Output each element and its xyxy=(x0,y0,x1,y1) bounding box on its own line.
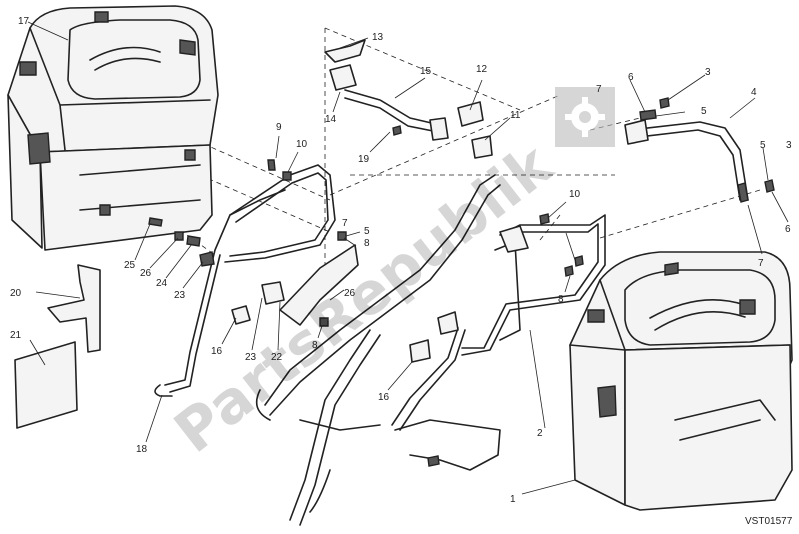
callout-labels: 17 13 15 12 14 19 11 9 10 10 7 7 7 6 6 3… xyxy=(10,16,792,505)
callout-3-top: 3 xyxy=(705,67,711,78)
callout-6-right: 6 xyxy=(785,224,791,235)
right-side-rail xyxy=(624,97,775,203)
callout-10-left: 10 xyxy=(296,139,308,150)
left-pannier-frame xyxy=(154,164,336,397)
callout-16-left: 16 xyxy=(211,346,223,357)
top-support-bracket xyxy=(324,39,493,159)
callout-8-mid: 8 xyxy=(364,238,370,249)
callout-23-mid: 23 xyxy=(245,352,257,363)
callout-5-top: 5 xyxy=(701,106,707,117)
left-top-case xyxy=(7,5,219,251)
callout-7-right: 7 xyxy=(758,258,764,269)
callout-23-left: 23 xyxy=(174,290,186,301)
callout-7-mid: 7 xyxy=(342,218,348,229)
callout-5-right: 5 xyxy=(760,140,766,151)
callout-26-mid: 26 xyxy=(344,288,356,299)
callout-26-left: 26 xyxy=(140,268,152,279)
callout-17: 17 xyxy=(18,16,30,27)
callout-6-top: 6 xyxy=(628,72,634,83)
gear-icon xyxy=(555,87,615,147)
callout-5-mid: 5 xyxy=(364,226,370,237)
callout-7-top: 7 xyxy=(596,84,602,95)
rear-subframe xyxy=(255,174,501,526)
callout-1: 1 xyxy=(510,494,516,505)
callout-20: 20 xyxy=(10,288,22,299)
callout-8-lower: 8 xyxy=(312,340,318,351)
callout-25: 25 xyxy=(124,260,136,271)
callout-16-right: 16 xyxy=(378,392,390,403)
callout-19: 19 xyxy=(358,154,370,165)
callout-13: 13 xyxy=(372,32,384,43)
callout-24: 24 xyxy=(156,278,168,289)
callout-14: 14 xyxy=(325,114,337,125)
callout-15: 15 xyxy=(420,66,432,77)
callout-9: 9 xyxy=(276,122,282,133)
callout-12: 12 xyxy=(476,64,488,75)
right-pannier-frame xyxy=(391,213,606,431)
callout-2: 2 xyxy=(537,428,543,439)
callout-21: 21 xyxy=(10,330,22,341)
callout-8-right: 8 xyxy=(558,294,564,305)
drawing-code: VST01577 xyxy=(745,516,793,527)
leader-lines xyxy=(27,21,789,495)
callout-10-right: 10 xyxy=(569,189,581,200)
callout-11: 11 xyxy=(510,110,521,121)
reflector-plate-21 xyxy=(14,341,78,429)
callout-18: 18 xyxy=(136,444,148,455)
callout-4: 4 xyxy=(751,87,757,98)
plate-bracket-20 xyxy=(47,264,101,353)
callout-3-right: 3 xyxy=(786,140,792,151)
right-top-case xyxy=(569,251,793,511)
callout-22: 22 xyxy=(271,352,283,363)
